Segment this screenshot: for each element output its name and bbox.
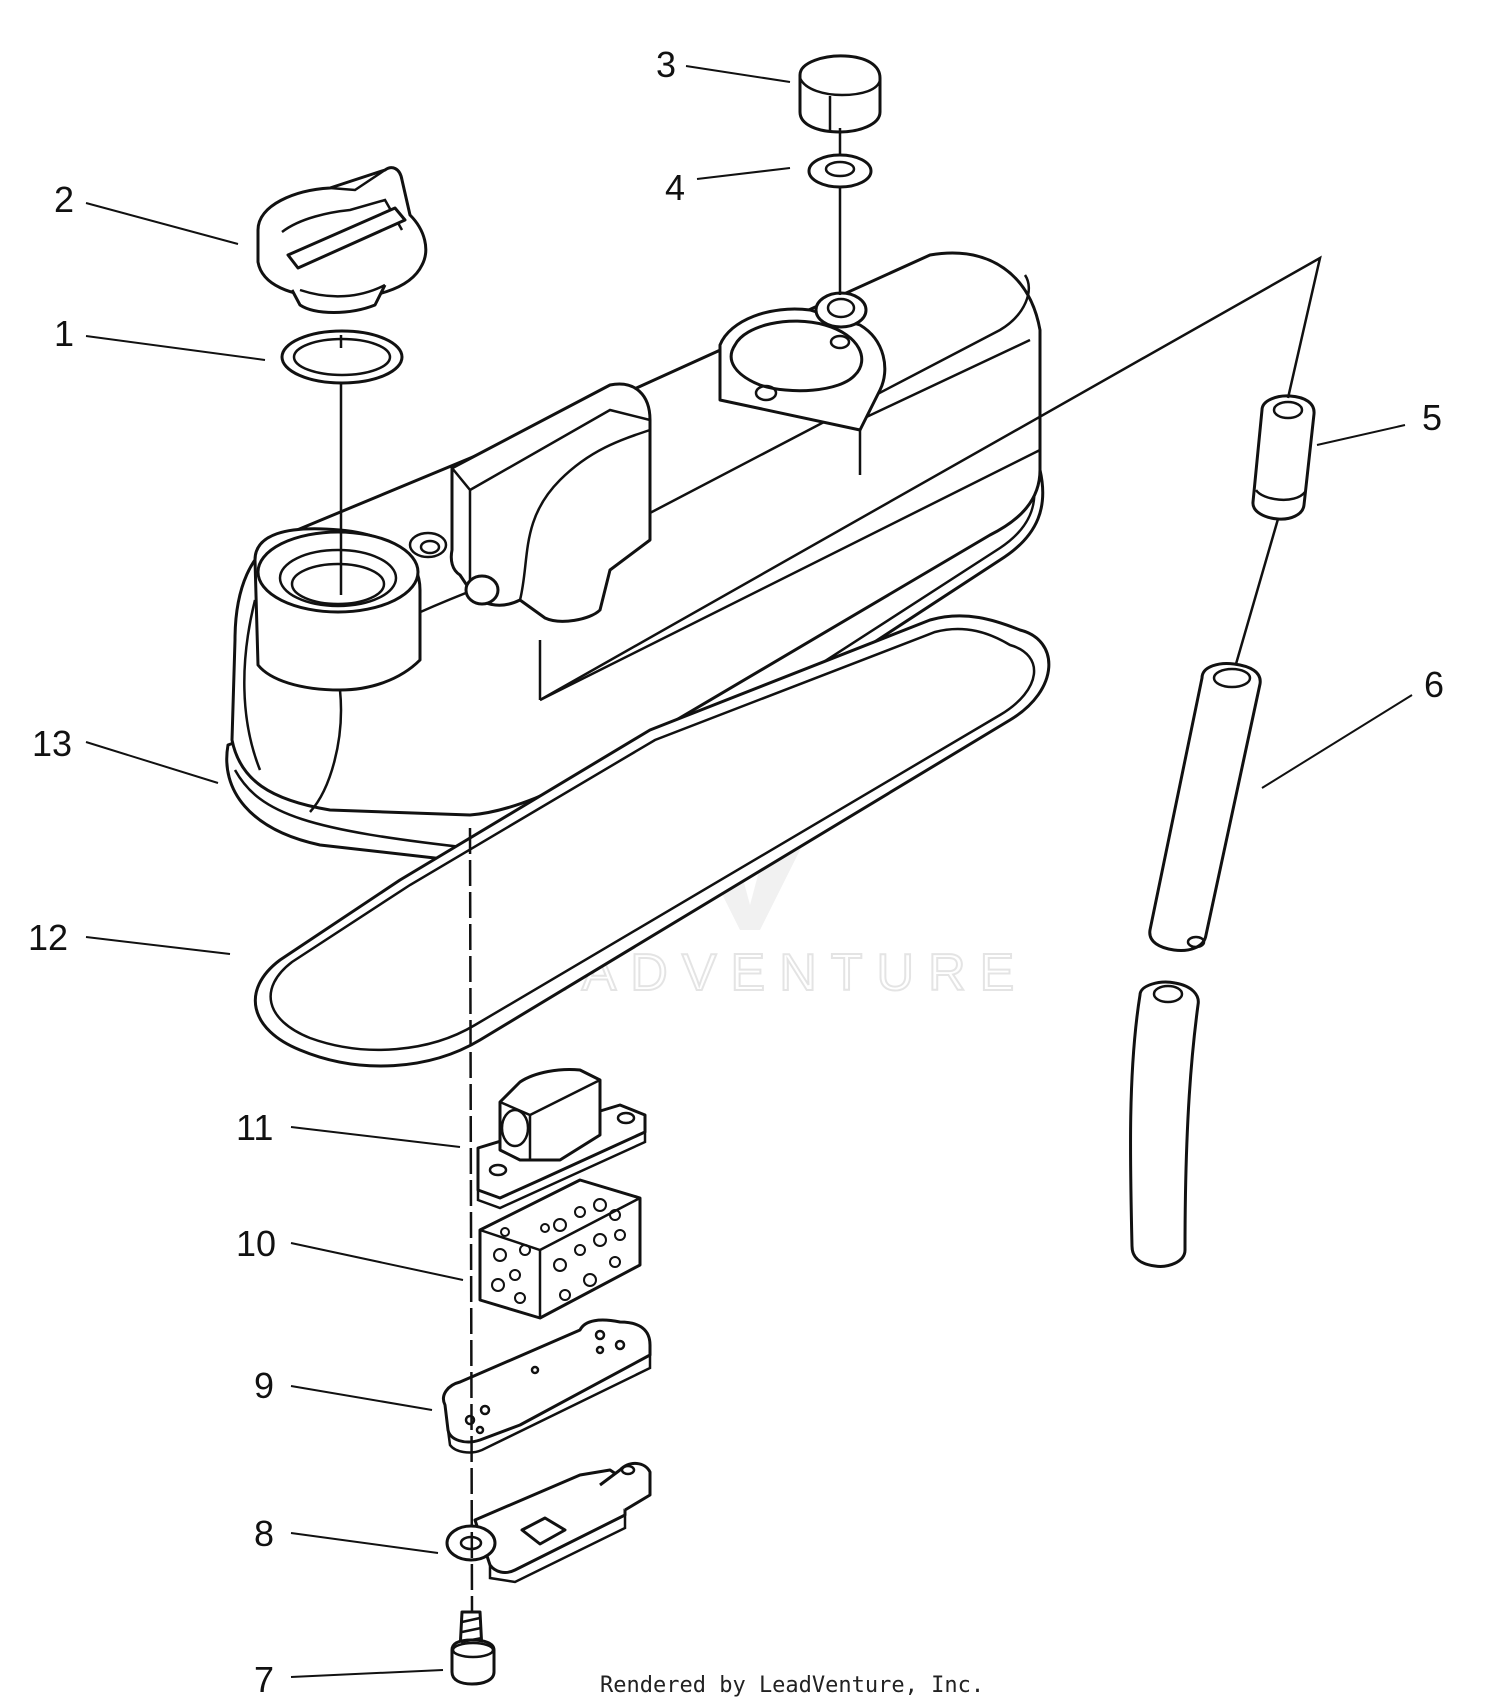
callout-3: 3 — [656, 44, 676, 85]
callout-4: 4 — [665, 167, 685, 208]
part-11-breather-housing — [476, 1068, 647, 1210]
callouts: 1 2 3 4 5 6 7 8 9 10 11 12 13 — [28, 44, 1444, 1700]
part-10-filter-element — [478, 1178, 642, 1320]
callout-9: 9 — [254, 1365, 274, 1406]
part-4-washer — [807, 153, 873, 189]
render-credit: Rendered by LeadVenture, Inc. — [600, 1673, 984, 1698]
part-5-fitting — [1251, 394, 1316, 521]
callout-11: 11 — [236, 1107, 273, 1148]
callout-13: 13 — [32, 723, 72, 764]
callout-6: 6 — [1424, 664, 1444, 705]
assembly-axes — [339, 128, 1322, 1613]
part-9-plate — [442, 1318, 652, 1454]
part-6-hose — [1128, 662, 1262, 1268]
part-12-gasket — [253, 614, 1051, 1068]
callout-10: 10 — [236, 1223, 276, 1264]
callout-1: 1 — [54, 313, 74, 354]
callout-2: 2 — [54, 179, 74, 220]
callout-8: 8 — [254, 1513, 274, 1554]
filter-texture — [491, 1198, 626, 1304]
part-3-plug — [798, 54, 882, 134]
part-8-bracket — [445, 1462, 652, 1584]
part-2-filler-cap — [256, 166, 428, 314]
part-7-screw — [450, 1610, 496, 1686]
callout-12: 12 — [28, 917, 68, 958]
leader-lines — [85, 65, 1413, 1678]
callout-5: 5 — [1422, 397, 1442, 438]
part-13-valve-cover — [225, 251, 1045, 864]
callout-7: 7 — [254, 1659, 274, 1700]
